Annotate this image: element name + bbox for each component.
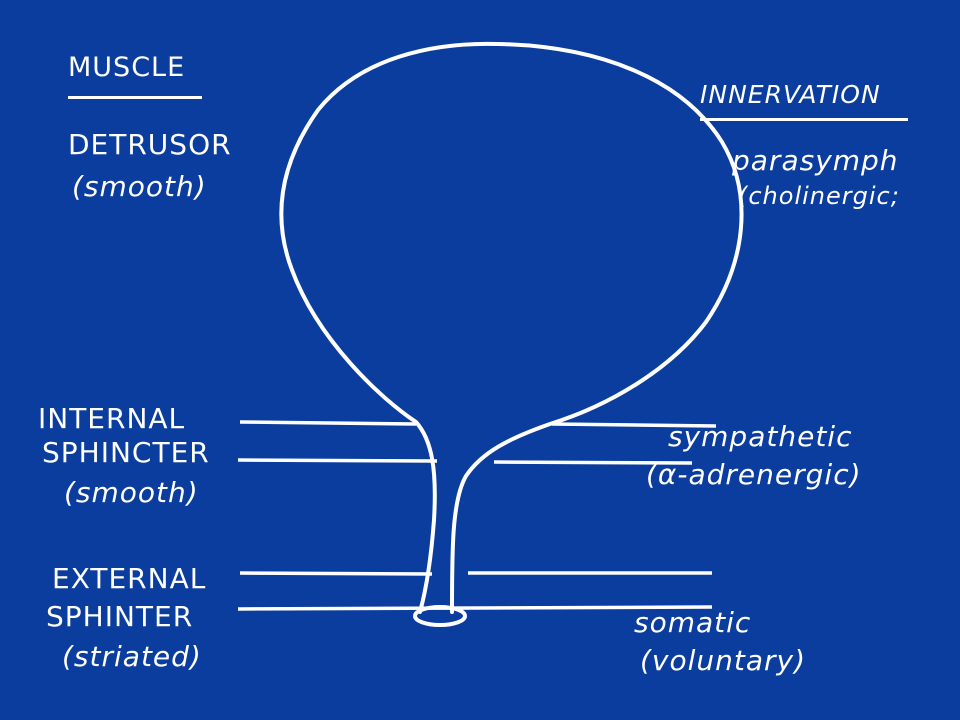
detrusor-innervation-line2: (cholinergic;: [738, 182, 900, 210]
internal-sphincter-line-bottom-left: [237, 458, 438, 463]
internal-sphincter-innervation-line2: (α-adrenergic): [646, 458, 862, 491]
internal-sphincter-line-top-left: [239, 420, 417, 426]
external-sphincter-line-bottom: [237, 605, 713, 611]
detrusor-label: DETRUSOR: [68, 128, 232, 161]
external-sphincter-type: (striated): [62, 640, 202, 673]
muscle-header: MUSCLE: [68, 52, 186, 83]
internal-sphincter-line-bottom-right: [493, 460, 693, 465]
innervation-header-underline: [700, 118, 908, 121]
internal-sphincter-innervation-line1: sympathetic: [668, 420, 853, 453]
external-sphincter-label-line2: SPHINTER: [46, 600, 194, 633]
internal-sphincter-line-top-right: [551, 422, 717, 428]
internal-sphincter-type: (smooth): [64, 476, 199, 509]
internal-sphincter-label-line1: INTERNAL: [38, 402, 186, 435]
detrusor-type: (smooth): [72, 170, 207, 203]
bladder-outline: [279, 41, 744, 614]
external-sphincter-line-top-left: [239, 571, 433, 576]
detrusor-innervation-line1: parasymph: [732, 144, 899, 177]
innervation-header: INNERVATION: [700, 80, 881, 109]
external-sphincter-innervation-line2: (voluntary): [640, 644, 807, 677]
muscle-header-underline: [68, 96, 202, 99]
external-sphincter-label-line1: EXTERNAL: [52, 562, 207, 595]
external-sphincter-innervation-line1: somatic: [634, 606, 752, 639]
internal-sphincter-label-line2: SPHINCTER: [42, 436, 210, 469]
